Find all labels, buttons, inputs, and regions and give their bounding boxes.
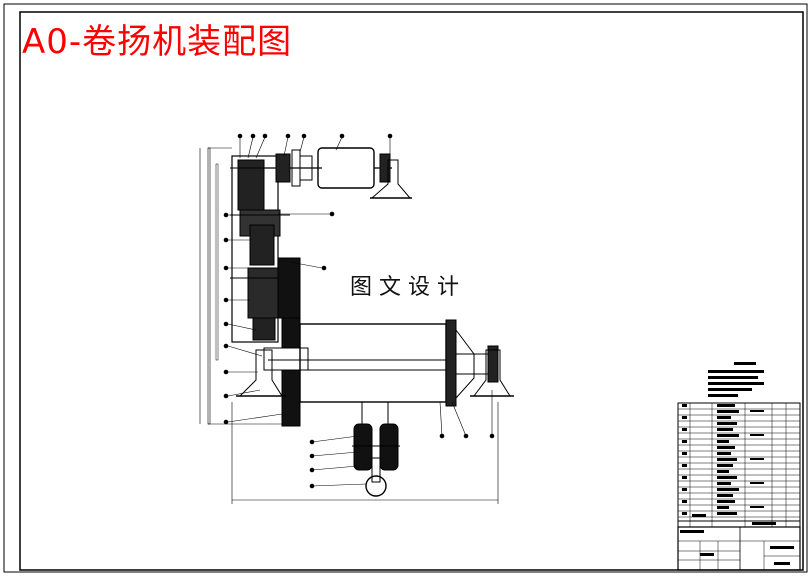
winch-drum <box>268 319 499 407</box>
outer-frame <box>3 3 808 573</box>
title-block-marks <box>680 530 794 565</box>
dimension-lines <box>199 148 499 504</box>
drawing-title: A0-卷扬机装配图 <box>22 22 293 62</box>
part-leaders <box>223 133 495 489</box>
hook-block <box>352 402 400 497</box>
technical-notes <box>708 362 764 397</box>
parts-list-marks <box>682 404 776 525</box>
motor-assembly <box>262 147 412 199</box>
inner-frame <box>19 11 804 571</box>
gearbox <box>207 147 309 427</box>
watermark: 图文设计 <box>336 270 480 306</box>
parts-list <box>677 402 801 528</box>
